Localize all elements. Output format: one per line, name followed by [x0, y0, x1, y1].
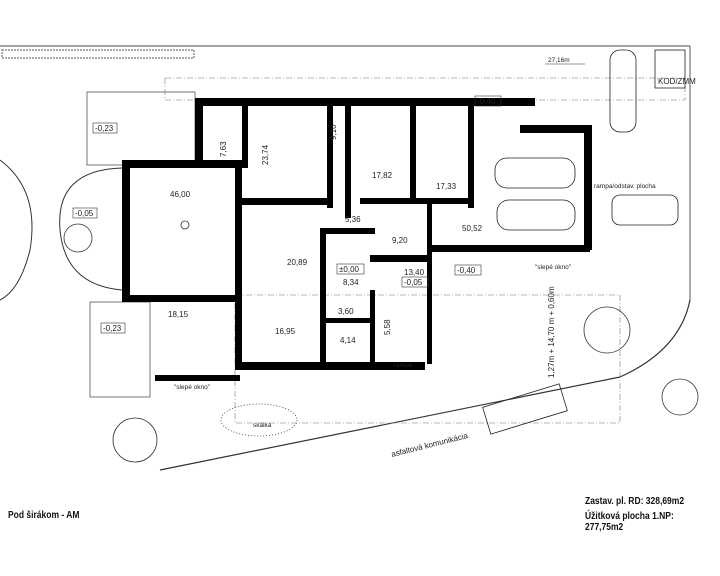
- dimension-label: 1,27m + 14,70 m + 0,60m: [547, 286, 556, 378]
- umbrella-icon: [63, 223, 93, 253]
- project-title: Pod širákom - AM: [8, 510, 80, 521]
- car-icon: [609, 49, 637, 133]
- level-label: ±0,00: [339, 265, 360, 274]
- annotation: skalka: [253, 422, 272, 429]
- room-area: 23,74: [261, 144, 270, 165]
- annotation: "slepé okno": [535, 264, 572, 271]
- built-area: Zastav. pl. RD: 328,69m2: [585, 496, 685, 507]
- room-area: 9,10: [329, 124, 338, 140]
- tree-icon: [583, 306, 631, 354]
- annotation: rampa: [394, 362, 413, 369]
- level-label: -0,40: [457, 266, 476, 275]
- rockery: [220, 403, 298, 437]
- parking-label: rampa/odstav. plocha: [594, 183, 656, 190]
- room-area: 4,14: [340, 336, 356, 345]
- room-area: 3,60: [338, 307, 354, 316]
- tree-icon: [661, 378, 699, 416]
- level-label: -0,23: [95, 124, 114, 133]
- room-area: 9,20: [392, 236, 408, 245]
- room-area: 20,89: [287, 258, 308, 267]
- road-edge: [159, 299, 691, 471]
- room-area: 13,40: [404, 268, 425, 277]
- car-icon: [494, 157, 576, 189]
- room-area: 16,95: [275, 327, 296, 336]
- room-area: 17,33: [436, 182, 457, 191]
- room-area: 46,00: [170, 190, 191, 199]
- room-area: 5,36: [345, 215, 361, 224]
- road-label: asfaltová komunikácia: [390, 431, 469, 459]
- level-label: -0,05: [404, 278, 423, 287]
- terrace-arc: [59, 167, 123, 291]
- car-icon: [496, 199, 576, 231]
- meter-box: [654, 49, 686, 89]
- meter-label: KOD/ZMM: [658, 77, 696, 86]
- truck-icon: [482, 383, 568, 435]
- room-area: 7,63: [219, 141, 228, 157]
- trees: [63, 220, 699, 463]
- terrace-south: [89, 301, 151, 398]
- hedge: [1, 49, 195, 59]
- walls: [122, 98, 592, 381]
- pool-outline: [0, 159, 33, 301]
- eave-line: [164, 77, 686, 101]
- room-area: 18,15: [168, 310, 189, 319]
- usable-area: Úžitková plocha 1.NP: 277,75m2: [585, 511, 674, 533]
- distance-label: 27,16m: [548, 57, 570, 64]
- room-area: 50,52: [462, 224, 483, 233]
- level-label: -0,05: [75, 209, 94, 218]
- car-icon: [611, 194, 679, 226]
- level-label: -0,23: [103, 324, 122, 333]
- cars: [482, 49, 686, 435]
- room-area: 17,82: [372, 171, 393, 180]
- room-area: 5,58: [383, 319, 392, 335]
- room-area: 8,34: [343, 278, 359, 287]
- annotation: "slepé okno": [174, 384, 211, 391]
- tree-icon: [112, 417, 158, 463]
- level-label: -0,40: [477, 97, 496, 106]
